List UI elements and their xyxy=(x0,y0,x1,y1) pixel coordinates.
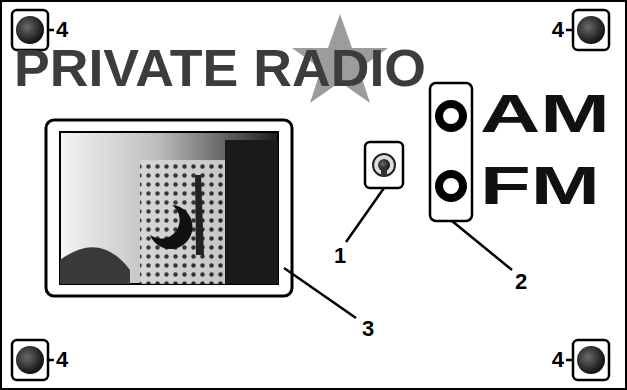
callout-number: 4 xyxy=(56,19,68,41)
callout-number: 2 xyxy=(515,271,527,293)
mounting-hole xyxy=(12,340,54,380)
toggle-switch xyxy=(365,142,403,188)
display-screen xyxy=(46,120,292,296)
callout-number: 3 xyxy=(362,318,374,340)
band-label: AM xyxy=(480,86,610,140)
band-label: FM xyxy=(480,158,600,212)
callout-number: 4 xyxy=(552,349,564,371)
mounting-hole xyxy=(566,10,609,50)
callout-number: 1 xyxy=(334,245,346,267)
title-text: PRIVATE RADIO xyxy=(14,42,426,94)
leader-line xyxy=(284,268,356,318)
leader-line xyxy=(346,188,384,242)
callout-number: 4 xyxy=(56,349,68,371)
jack-pair xyxy=(430,83,472,221)
callout-number: 4 xyxy=(552,19,564,41)
mounting-hole xyxy=(566,340,609,380)
leader-line xyxy=(452,221,512,270)
